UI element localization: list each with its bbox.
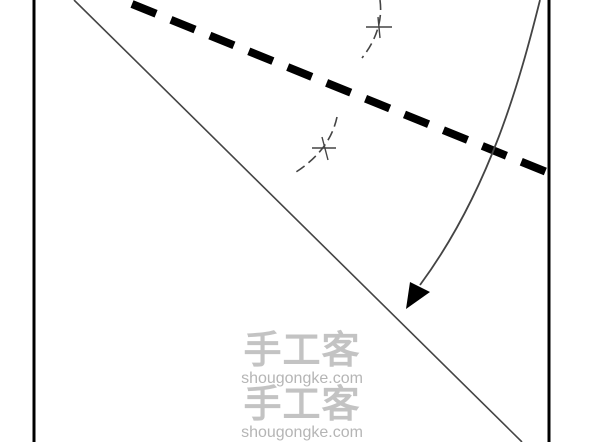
angle-arc-lower [295, 116, 338, 173]
fold-line [130, 0, 551, 177]
angle-arc-upper [361, 0, 382, 59]
angle-tick-lower-2 [321, 136, 329, 161]
folded-edge [73, 0, 523, 442]
angle-tick-upper-2 [377, 16, 381, 39]
fold-arrow-head [406, 282, 430, 309]
fold-arrow [419, 0, 541, 286]
